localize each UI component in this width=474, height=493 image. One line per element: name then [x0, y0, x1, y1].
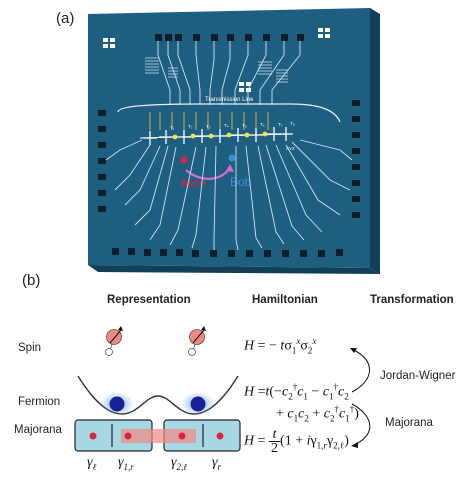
bob-qubit-marker	[229, 155, 236, 162]
majorana-label-gamma-2l: γ2,ℓ	[171, 455, 187, 472]
jordan-wigner-arrow	[352, 350, 370, 392]
svg-text:T₁: T₁	[170, 125, 175, 130]
fermion-right	[191, 397, 206, 412]
row-label-majorana: Majorana	[14, 424, 62, 436]
majorana-label-gamma-l: γℓ	[87, 455, 96, 472]
svg-text:T₆: T₆	[260, 122, 265, 127]
alice-qubit-marker	[181, 157, 188, 164]
top-bond-pads	[155, 34, 304, 41]
svg-text:T₈: T₈	[290, 121, 295, 126]
svg-text:T₂: T₂	[188, 124, 193, 129]
spin-2	[189, 326, 207, 356]
row-label-spin: Spin	[18, 342, 41, 354]
bob-label: Bob	[230, 175, 252, 189]
header-transformation: Transformation	[370, 294, 454, 306]
header-representation: Representation	[107, 294, 191, 306]
svg-text:T₄: T₄	[224, 123, 229, 128]
fermion-hamiltonian-line1: H =t(−c2†c1 − c1†c2	[244, 382, 349, 401]
spin-hamiltonian: H = − tσ1xσ2x	[244, 336, 316, 355]
majorana-label-gamma-r: γr	[212, 455, 221, 472]
row-label-fermion: Fermion	[18, 396, 60, 408]
majorana-box-left	[75, 420, 152, 451]
fermion-glow-right	[181, 392, 215, 416]
panel-b-label: (b)	[22, 272, 40, 289]
chip-top-face	[88, 8, 370, 268]
svg-text:T₃: T₃	[206, 124, 211, 129]
svg-text:T₅: T₅	[242, 123, 247, 128]
header-hamiltonian: Hamiltonian	[252, 294, 318, 306]
fermion-hamiltonian-line2: + c1c2 + c2†c1†)	[276, 404, 359, 423]
transmission-line-label: Transmission Line	[205, 97, 254, 103]
transformation-majorana: Majorana	[385, 417, 433, 429]
svg-text:T₇: T₇	[278, 122, 283, 127]
spin-1	[106, 326, 124, 356]
transformation-jordan-wigner: Jordan-Wigner	[380, 370, 455, 382]
majorana-coupling-band	[121, 429, 196, 443]
majorana-label-gamma-1r: γ1,r	[118, 455, 134, 472]
chip-side-edge	[370, 8, 380, 274]
quantum-chip-illustration: Transmission Line T₁ T₂ T₃ T₄ T₅ T₆ T₇ T…	[0, 0, 474, 290]
fermion-glow-left	[100, 392, 134, 416]
fermion-left	[110, 397, 125, 412]
majorana-box-right	[164, 420, 240, 451]
double-well-potential	[78, 376, 238, 414]
